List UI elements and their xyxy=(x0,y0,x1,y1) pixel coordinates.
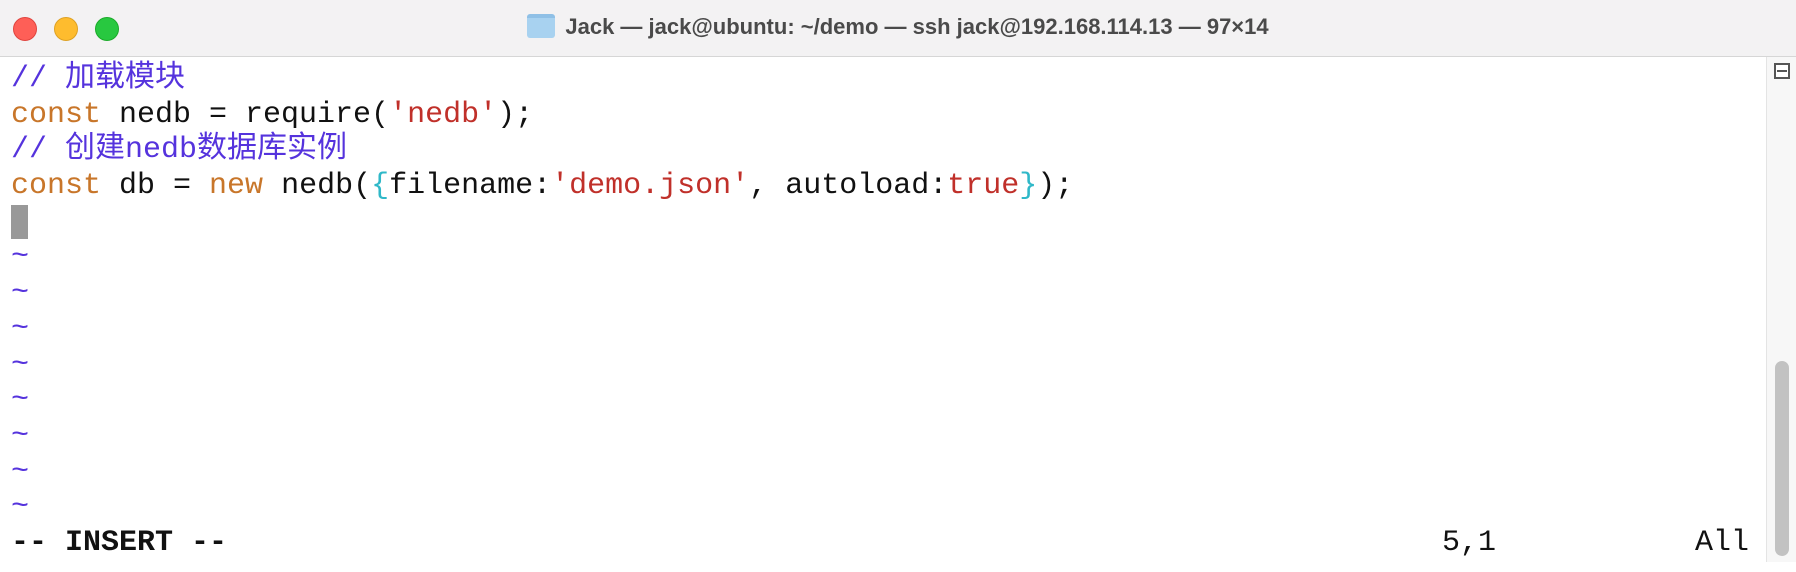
string-literal: 'demo.json' xyxy=(551,169,750,204)
scrollbar-thumb[interactable] xyxy=(1775,361,1789,556)
code-text: filename: xyxy=(389,169,552,204)
code-text: ); xyxy=(1037,169,1074,204)
code-line-5 xyxy=(0,204,1766,241)
zoom-button[interactable] xyxy=(95,17,119,41)
boolean-literal: true xyxy=(947,169,1020,204)
text-cursor xyxy=(11,204,28,239)
code-text: nedb = require( xyxy=(101,97,390,132)
empty-line-marker: ~ xyxy=(11,383,30,418)
empty-line-marker: ~ xyxy=(11,276,30,311)
vertical-scrollbar[interactable] xyxy=(1766,57,1796,562)
empty-line-marker: ~ xyxy=(11,240,30,275)
code-text: ); xyxy=(497,97,534,132)
close-button[interactable] xyxy=(13,17,37,41)
brace: { xyxy=(371,169,390,204)
code-text: nedb( xyxy=(263,169,372,204)
empty-line-marker: ~ xyxy=(11,454,30,489)
scroll-position: All xyxy=(1695,525,1750,560)
keyword: const xyxy=(11,97,102,132)
vim-editor[interactable]: // 加载模块 const nedb = require('nedb'); //… xyxy=(0,57,1766,562)
window-title-text: Jack — jack@ubuntu: ~/demo — ssh jack@19… xyxy=(565,14,1269,39)
mode-indicator: -- INSERT -- xyxy=(11,525,228,560)
window-title: Jack — jack@ubuntu: ~/demo — ssh jack@19… xyxy=(0,14,1796,40)
status-line: -- INSERT -- 5,1 All xyxy=(0,526,1766,562)
keyword: new xyxy=(209,169,264,204)
code-line-1: // 加载模块 xyxy=(11,62,186,96)
empty-line-marker: ~ xyxy=(11,490,30,525)
empty-line-marker: ~ xyxy=(11,347,30,382)
minimize-button[interactable] xyxy=(54,17,78,41)
title-bar: Jack — jack@ubuntu: ~/demo — ssh jack@19… xyxy=(0,0,1796,57)
keyword: const xyxy=(11,169,102,204)
code-line-4: const db = new nedb({filename:'demo.json… xyxy=(0,169,1766,205)
code-line-3: // 创建nedb数据库实例 xyxy=(11,133,348,168)
empty-line-marker: ~ xyxy=(11,418,30,453)
string-literal: 'nedb' xyxy=(389,97,498,132)
brace: } xyxy=(1019,169,1038,204)
code-text: , autoload: xyxy=(749,169,948,204)
cursor-position: 5,1 xyxy=(1442,525,1497,560)
code-line-2: const nedb = require('nedb'); xyxy=(0,98,1766,134)
empty-line-marker: ~ xyxy=(11,311,30,346)
split-view-icon[interactable] xyxy=(1774,63,1790,79)
folder-icon xyxy=(527,14,556,38)
code-text: db = xyxy=(101,169,210,204)
